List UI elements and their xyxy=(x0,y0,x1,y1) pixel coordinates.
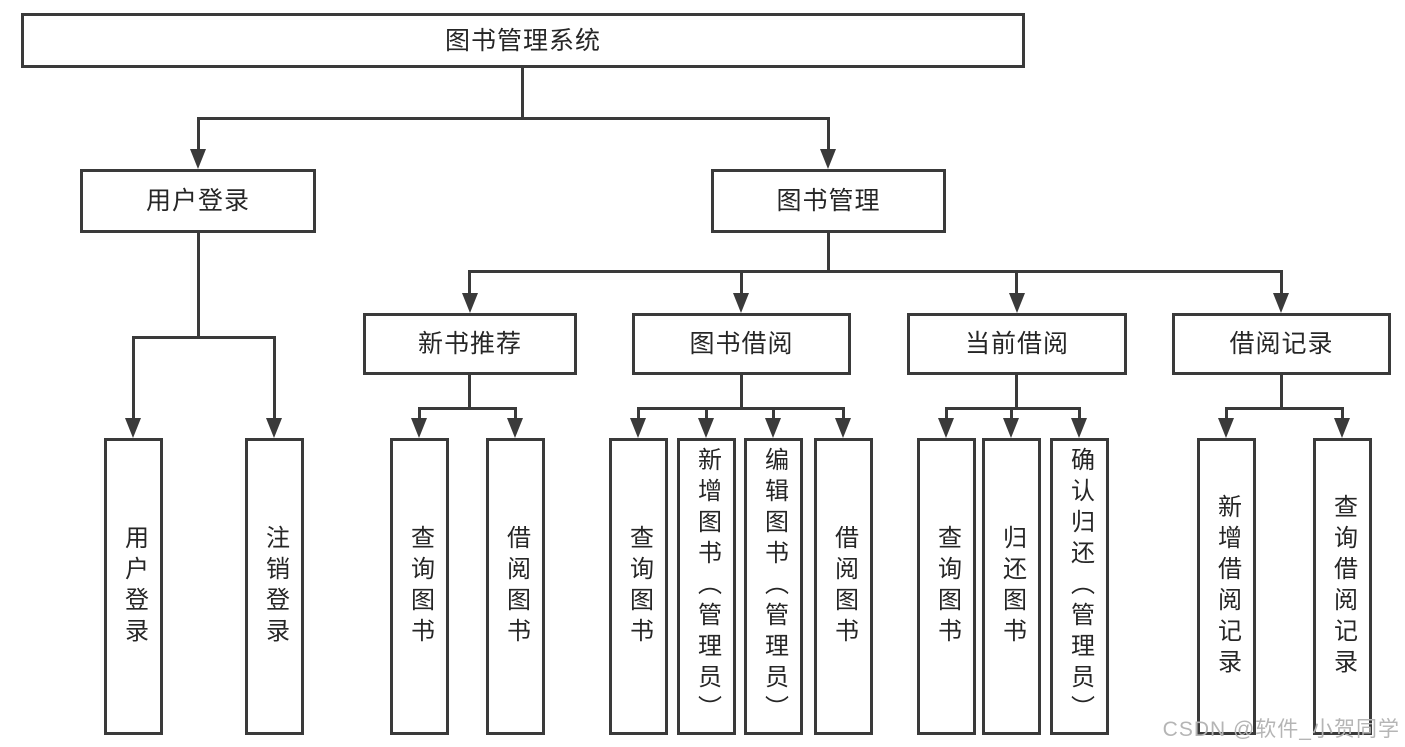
watermark: CSDN @软件_小贺同学 xyxy=(1162,718,1400,741)
connector-line xyxy=(705,407,708,418)
node-book-management: 图书管理 xyxy=(711,169,946,233)
arrowhead-icon xyxy=(733,293,749,313)
arrowhead-icon xyxy=(1218,418,1234,438)
arrowhead-icon xyxy=(1009,293,1025,313)
arrowhead-icon xyxy=(507,418,523,438)
connector-line xyxy=(827,233,830,270)
connector-line xyxy=(827,117,830,150)
connector-line xyxy=(637,407,640,418)
leaf-borrow-books-recommend: 借阅图书 xyxy=(486,438,545,735)
leaf-borrow-books: 借阅图书 xyxy=(814,438,873,735)
connector-line xyxy=(1015,270,1018,293)
arrowhead-icon xyxy=(125,418,141,438)
connector-line xyxy=(945,407,1081,410)
leaf-logout: 注销登录 xyxy=(245,438,304,735)
connector-line xyxy=(1010,407,1013,418)
leaf-confirm-return-admin: 确认归还（管理员） xyxy=(1050,438,1109,735)
arrowhead-icon xyxy=(1003,418,1019,438)
node-book-borrowing: 图书借阅 xyxy=(632,313,851,375)
node-current-borrowing: 当前借阅 xyxy=(907,313,1127,375)
arrowhead-icon xyxy=(938,418,954,438)
arrowhead-icon xyxy=(190,149,206,169)
connector-line xyxy=(1280,270,1283,293)
arrowhead-icon xyxy=(1334,418,1350,438)
connector-line xyxy=(132,336,276,339)
connector-line xyxy=(197,233,200,336)
leaf-query-borrow-record: 查询借阅记录 xyxy=(1313,438,1372,735)
leaf-edit-book-admin: 编辑图书（管理员） xyxy=(744,438,803,735)
leaf-user-login: 用户登录 xyxy=(104,438,163,735)
arrowhead-icon xyxy=(835,418,851,438)
connector-line xyxy=(197,117,200,150)
leaf-add-borrow-record: 新增借阅记录 xyxy=(1197,438,1256,735)
connector-line xyxy=(1280,375,1283,407)
connector-line xyxy=(1078,407,1081,418)
connector-line xyxy=(418,407,421,418)
leaf-return-book: 归还图书 xyxy=(982,438,1041,735)
connector-line xyxy=(1015,375,1018,407)
arrowhead-icon xyxy=(462,293,478,313)
connector-line xyxy=(945,407,948,418)
connector-line xyxy=(468,270,471,293)
node-borrowing-records: 借阅记录 xyxy=(1172,313,1391,375)
connector-line xyxy=(637,407,845,410)
connector-line xyxy=(273,336,276,418)
node-system-root: 图书管理系统 xyxy=(21,13,1025,68)
arrowhead-icon xyxy=(820,149,836,169)
connector-line xyxy=(740,270,743,293)
arrowhead-icon xyxy=(698,418,714,438)
arrowhead-icon xyxy=(765,418,781,438)
connector-line xyxy=(740,375,743,407)
node-user-login: 用户登录 xyxy=(80,169,316,233)
arrowhead-icon xyxy=(1273,293,1289,313)
connector-line xyxy=(1225,407,1344,410)
connector-line xyxy=(469,270,1283,273)
leaf-query-books-current: 查询图书 xyxy=(917,438,976,735)
connector-line xyxy=(418,407,517,410)
leaf-add-book-admin: 新增图书（管理员） xyxy=(677,438,736,735)
arrowhead-icon xyxy=(630,418,646,438)
connector-line xyxy=(521,68,524,117)
connector-line xyxy=(197,117,830,120)
connector-line xyxy=(468,375,471,407)
arrowhead-icon xyxy=(1071,418,1087,438)
leaf-query-books-recommend: 查询图书 xyxy=(390,438,449,735)
connector-line xyxy=(514,407,517,418)
connector-line xyxy=(1341,407,1344,418)
arrowhead-icon xyxy=(411,418,427,438)
connector-line xyxy=(842,407,845,418)
leaf-query-books-borrowing: 查询图书 xyxy=(609,438,668,735)
connector-line xyxy=(772,407,775,418)
arrowhead-icon xyxy=(266,418,282,438)
node-new-book-recommend: 新书推荐 xyxy=(363,313,577,375)
connector-line xyxy=(132,336,135,418)
connector-line xyxy=(1225,407,1228,418)
